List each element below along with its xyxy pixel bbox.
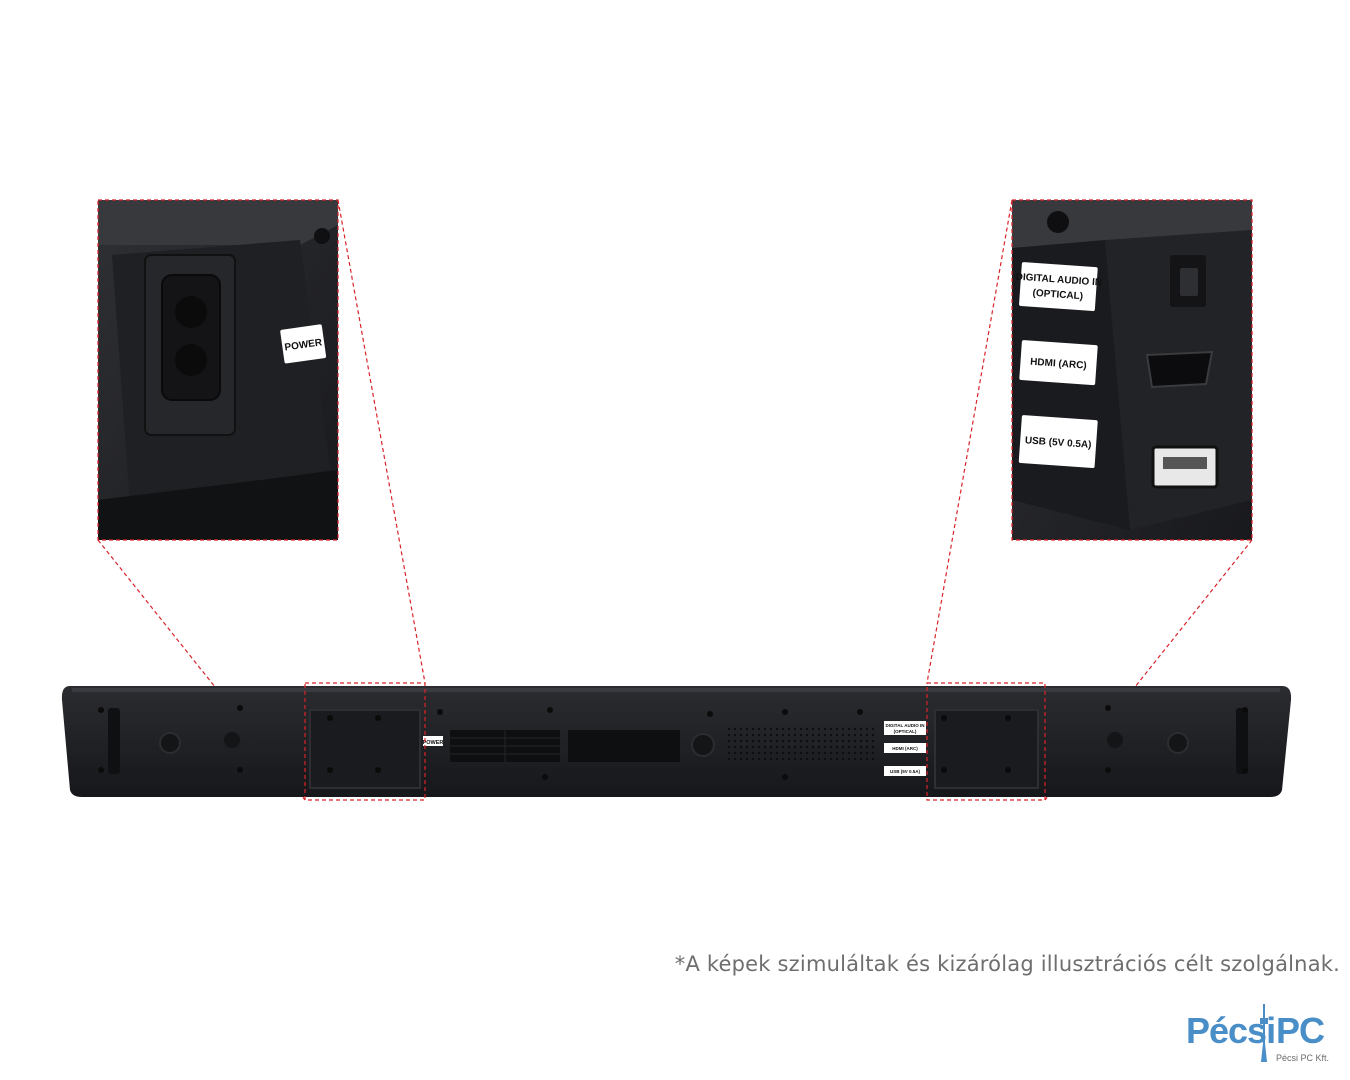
lbl-bar-opt2: (OPTICAL) bbox=[894, 729, 917, 734]
logo-word-a: Pécsi bbox=[1186, 1010, 1276, 1051]
screw-icon bbox=[1047, 211, 1069, 233]
soundbar-rear-view: POWER DIGITAL AUDIO IN (OPTICAL) HDMI (A… bbox=[61, 682, 1292, 801]
lbl-bar-usb: USB (5V 0.5A) bbox=[890, 769, 921, 774]
screw-icon bbox=[314, 228, 330, 244]
right-callout-zoom: DIGITAL AUDIO IN (OPTICAL) HDMI (ARC) US… bbox=[1011, 199, 1253, 541]
lbl-bar-power: POWER bbox=[423, 740, 444, 746]
soundbar-power-label: POWER bbox=[423, 736, 444, 746]
hdmi-port-icon bbox=[1145, 350, 1214, 389]
lbl-r-hdmi: HDMI (ARC) bbox=[1030, 357, 1087, 372]
optical-port-icon bbox=[1170, 255, 1206, 307]
lbl-bar-opt1: DIGITAL AUDIO IN bbox=[886, 723, 925, 728]
power-socket-icon bbox=[161, 274, 221, 401]
usb-port-label: USB (5V 0.5A) bbox=[1018, 415, 1098, 469]
logo-word-b: PC bbox=[1276, 1010, 1325, 1051]
left-callout-zoom: POWER bbox=[97, 199, 339, 541]
optical-port-label: DIGITAL AUDIO IN (OPTICAL) bbox=[1015, 262, 1102, 312]
soundbar-usb-label: USB (5V 0.5A) bbox=[884, 766, 926, 776]
logo-subtitle: Pécsi PC Kft. bbox=[1276, 1053, 1330, 1063]
brand-logo: Pécsi PC Pécsi PC Kft. bbox=[1180, 1004, 1340, 1072]
soundbar-optical-label: DIGITAL AUDIO IN (OPTICAL) bbox=[884, 721, 926, 735]
hdmi-port-label: HDMI (ARC) bbox=[1019, 340, 1098, 386]
lbl-bar-hdmi: HDMI (ARC) bbox=[892, 746, 918, 751]
disclaimer-text: *A képek szimuláltak és kizárólag illusz… bbox=[674, 952, 1340, 976]
lbl-left-power: POWER bbox=[284, 337, 324, 353]
usb-port-icon bbox=[1151, 445, 1219, 489]
lbl-r-usb: USB (5V 0.5A) bbox=[1024, 435, 1091, 451]
power-port-label: POWER bbox=[280, 324, 327, 364]
soundbar-hdmi-label: HDMI (ARC) bbox=[884, 743, 926, 753]
tv-tower-icon bbox=[1260, 1004, 1268, 1062]
lbl-r-opt2: (OPTICAL) bbox=[1032, 288, 1083, 302]
